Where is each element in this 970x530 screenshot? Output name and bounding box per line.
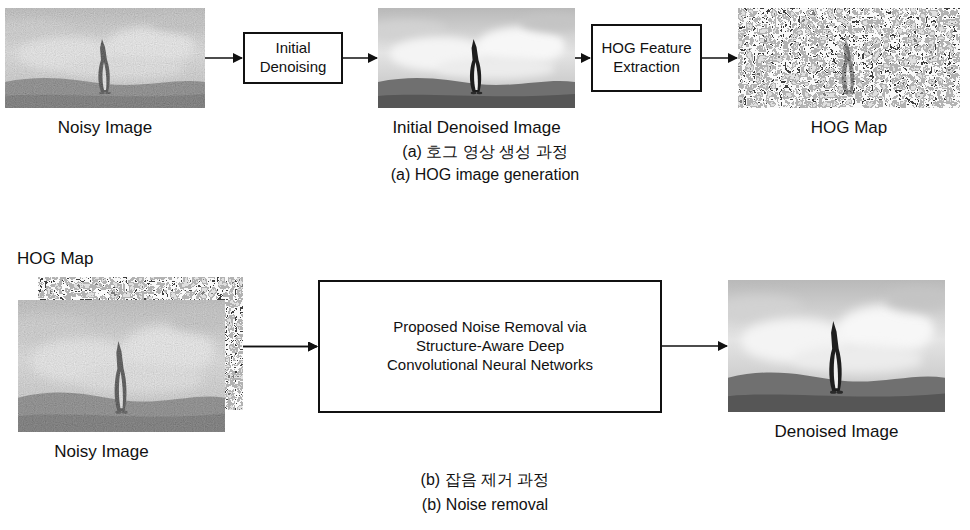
image-caption: Denoised Image bbox=[775, 422, 899, 442]
flow-arrow bbox=[343, 57, 377, 59]
figure-caption: (a) HOG image generation bbox=[0, 166, 970, 184]
image-frame: HOG Map bbox=[738, 8, 960, 108]
noisy-photo bbox=[0, 8, 210, 108]
image-frame: HOG Map bbox=[38, 277, 243, 410]
figure-caption: (b) Noise removal bbox=[0, 496, 970, 514]
denoised-photo bbox=[368, 8, 580, 108]
noisy-photo bbox=[8, 300, 231, 432]
image-caption: HOG Map bbox=[17, 249, 94, 269]
figure-caption: (b) 잡음 제거 과정 bbox=[0, 470, 970, 491]
process-box: Initial Denoising bbox=[243, 32, 343, 84]
image-frame: Noisy Image bbox=[18, 300, 225, 432]
box-text-holder: Proposed Noise Removal via Structure-Awa… bbox=[373, 318, 608, 374]
image-caption: Noisy Image bbox=[54, 442, 148, 462]
image-frame: Noisy Image bbox=[5, 8, 205, 108]
flow-arrow bbox=[575, 57, 590, 59]
image-caption: Initial Denoised Image bbox=[392, 118, 560, 138]
process-box: HOG Feature Extraction bbox=[591, 24, 702, 92]
image-frame: Initial Denoised Image bbox=[378, 8, 575, 108]
image-caption: HOG Map bbox=[811, 118, 888, 138]
box-label: HOG Feature Extraction bbox=[593, 39, 700, 77]
hog-map-picture bbox=[738, 8, 960, 108]
figure-caption: (a) 호그 영상 생성 과정 bbox=[0, 142, 970, 163]
box-text-holder: HOG Feature Extraction bbox=[593, 39, 700, 77]
denoised-photo bbox=[717, 280, 950, 412]
flow-arrow bbox=[205, 57, 242, 59]
flow-arrow bbox=[702, 57, 737, 59]
box-label: Proposed Noise Removal via Structure-Awa… bbox=[373, 318, 608, 374]
image-frame: Denoised Image bbox=[728, 280, 945, 412]
flow-arrow bbox=[662, 345, 727, 347]
process-box: Proposed Noise Removal via Structure-Awa… bbox=[318, 280, 662, 413]
image-caption: Noisy Image bbox=[58, 118, 152, 138]
box-label: Initial Denoising bbox=[245, 39, 341, 77]
box-text-holder: Initial Denoising bbox=[245, 39, 341, 77]
